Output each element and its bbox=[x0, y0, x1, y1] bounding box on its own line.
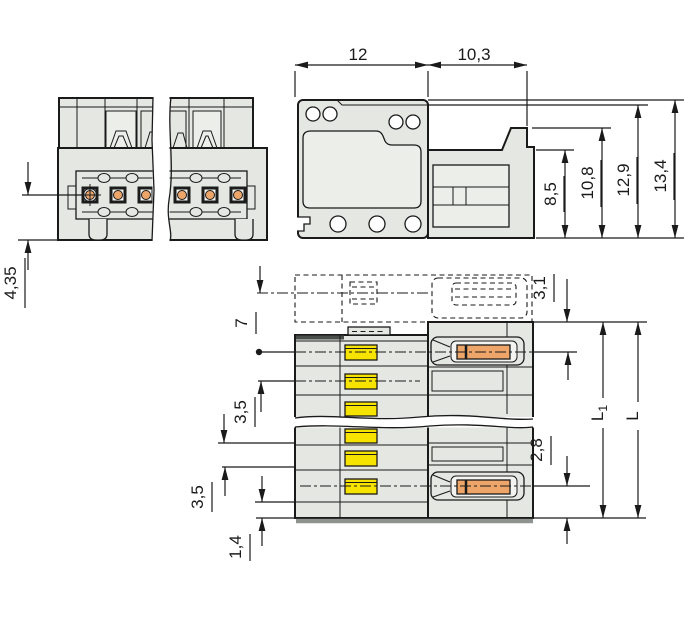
phantom-mating-connector bbox=[257, 274, 533, 323]
pin-contacts bbox=[79, 184, 247, 206]
break-wave-top bbox=[294, 414, 534, 420]
contact-chamber-first bbox=[430, 336, 525, 366]
bottom-view-dimensions: 7 3,5 3,5 1,4 3 bbox=[188, 266, 647, 561]
solder-pins bbox=[344, 344, 378, 495]
dim-l-label: L bbox=[623, 411, 642, 420]
bottom-view: 7 3,5 3,5 1,4 3 bbox=[188, 266, 647, 561]
dim-4-35: 4,35 bbox=[1, 162, 84, 308]
side-view-dimensions: 12 10,3 8,5 10,8 12,9 13,4 bbox=[294, 45, 684, 239]
dim-l1-label: L1 bbox=[588, 405, 610, 421]
bottom-body bbox=[294, 321, 534, 524]
dim-8-5-label: 8,5 bbox=[541, 182, 560, 206]
dim-3-5-upper-label: 3,5 bbox=[231, 400, 250, 424]
break-edge-left bbox=[151, 96, 155, 242]
front-peg-left bbox=[88, 219, 108, 241]
dim-1-4-label: 1,4 bbox=[226, 535, 245, 559]
front-peg-right bbox=[234, 219, 254, 241]
dim-12-9-label: 12,9 bbox=[614, 163, 633, 196]
dim-10-8-label: 10,8 bbox=[578, 166, 597, 199]
break-edge-right bbox=[167, 96, 172, 242]
dim-10-3-label: 10,3 bbox=[457, 45, 490, 64]
side-bottom-notch bbox=[297, 216, 311, 232]
break-wave-bottom bbox=[294, 424, 534, 429]
dim-7-label: 7 bbox=[232, 318, 251, 327]
dim-3-1-label: 3,1 bbox=[530, 276, 549, 300]
dim-13-4-label: 13,4 bbox=[651, 159, 670, 192]
side-center-panel bbox=[302, 130, 422, 209]
dim-2-8-label: 2,8 bbox=[527, 438, 546, 462]
dim-4-35-label: 4,35 bbox=[1, 266, 20, 299]
side-view bbox=[297, 99, 535, 239]
front-view bbox=[57, 95, 268, 243]
dim-12-label: 12 bbox=[349, 45, 368, 64]
dim-3-5-lower-label: 3,5 bbox=[188, 485, 207, 509]
latch-windows bbox=[105, 110, 222, 149]
